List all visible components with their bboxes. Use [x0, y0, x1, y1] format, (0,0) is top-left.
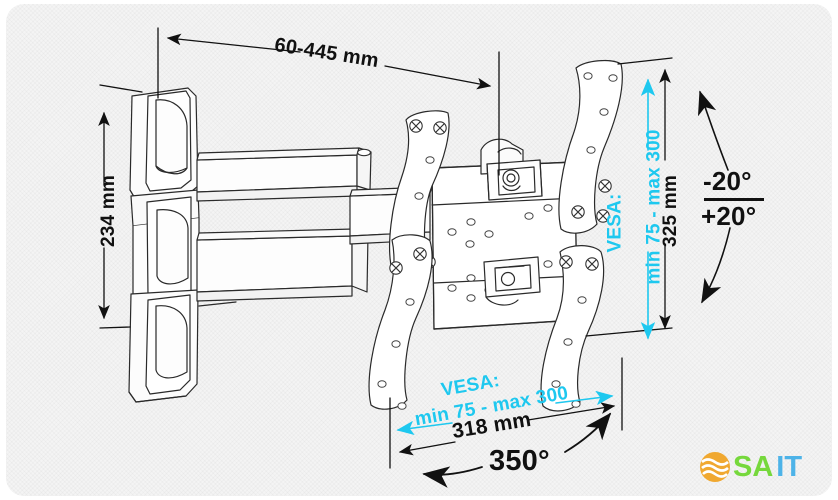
logo-text-it: IT — [776, 450, 803, 483]
wave-glyph — [701, 458, 729, 478]
sait-logo: SA IT — [700, 452, 802, 482]
swivel-arc — [422, 412, 612, 488]
logo-text-sa: SA — [733, 450, 774, 483]
vesa-arm-bottom-right — [540, 245, 605, 412]
tilt-arc — [697, 90, 731, 304]
label-tilt-down: +20° — [701, 201, 757, 231]
label-height-234: 234 mm — [97, 175, 119, 247]
label-vesa-right-line1: VESA: — [604, 193, 626, 253]
dim-plate-width-318 — [389, 357, 623, 469]
label-tilt-up: -20° — [703, 166, 752, 196]
upper-arm — [196, 147, 372, 202]
dim-plate-height-325 — [585, 57, 673, 337]
sait-wave-mark — [700, 452, 730, 482]
dim-vesa-horizontal — [396, 390, 614, 436]
label-swivel-350: 350° — [489, 445, 550, 477]
tilt-hinge-top — [480, 138, 543, 201]
tilt-hinge-bottom — [483, 256, 541, 306]
lower-arm — [196, 228, 369, 302]
dim-extension-60-445 — [157, 27, 500, 176]
dim-height-234 — [98, 84, 143, 329]
vesa-arm-bottom-left — [368, 234, 433, 410]
tilt-divider — [704, 198, 764, 201]
wall-plate — [128, 87, 237, 403]
label-vesa-right-line2: min 75 - max 300 — [643, 129, 665, 285]
